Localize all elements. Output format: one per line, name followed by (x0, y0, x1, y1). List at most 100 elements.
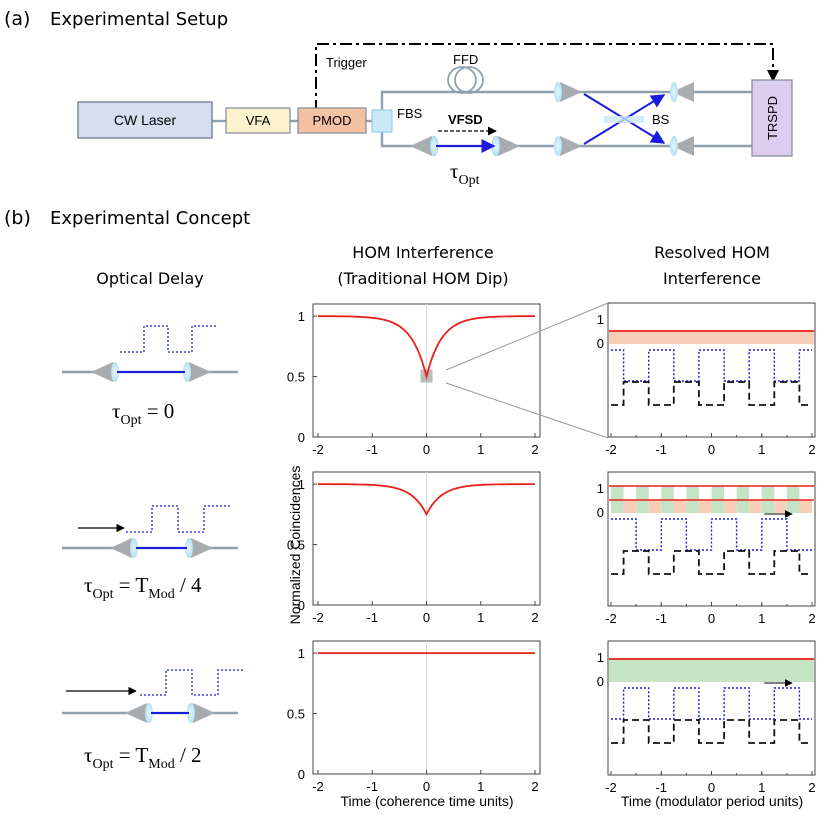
x-axis-label-resolved: Time (modulator period units) (621, 793, 803, 809)
lens-icon (130, 538, 138, 558)
period-symbol: T (135, 743, 148, 767)
x-axis-label-hom: Time (coherence time units) (341, 793, 514, 809)
resolved-ytick-label: 1 (597, 481, 604, 496)
hom-xtick-label: 0 (423, 442, 430, 457)
period-subscript: Mod (148, 587, 174, 602)
hom-xtick-label: 2 (531, 779, 538, 794)
tau-subscript: Opt (120, 413, 141, 428)
hom-ytick-label: 0.5 (287, 707, 305, 722)
bs-plate (604, 116, 644, 123)
equation-tail: / 4 (175, 573, 202, 597)
trspd-box (751, 79, 793, 157)
tau-equation: τOpt = TMod / 2 (84, 743, 202, 772)
hom-xtick-label: -1 (366, 442, 378, 457)
vfa-label: VFA (246, 113, 271, 128)
hom-xtick-label: 0 (423, 779, 430, 794)
resolved-xtick-label: 0 (708, 442, 715, 457)
blue-dotted-wave (611, 349, 812, 382)
resolved-xtick-label: 2 (808, 611, 815, 626)
collimator-icon (191, 538, 213, 558)
resolved-xtick-label: 2 (808, 780, 815, 795)
resolved-xtick-label: -1 (655, 611, 667, 626)
hom-xtick-label: 2 (531, 442, 538, 457)
ffd-coil-icon (447, 66, 484, 94)
hom-ytick-label: 0 (298, 767, 305, 782)
orange-fill-block (623, 500, 637, 513)
panel-a-title: Experimental Setup (50, 9, 228, 30)
resolved-xtick-label: 1 (758, 780, 765, 795)
resolved-xtick-label: 2 (808, 442, 815, 457)
optical-delay-diagram-2: τOpt = TMod / 4 (62, 505, 238, 602)
green-fill (609, 658, 814, 682)
equation-text: = 0 (141, 399, 174, 423)
equation-text: = (113, 573, 135, 597)
resolved-plot-2: 1 0 -2 -1 0 1 2 (597, 471, 816, 626)
period-symbol: T (135, 573, 148, 597)
equation-text: = (113, 743, 135, 767)
tau-subscript: Opt (92, 757, 113, 772)
orange-fill-block (724, 500, 737, 513)
pmod-label: PMOD (313, 113, 352, 128)
resolved-xtick-label: 1 (758, 611, 765, 626)
tau-equation: τOpt = 0 (112, 399, 174, 428)
orange-fill (609, 331, 814, 344)
orange-fill-block (774, 500, 787, 513)
resolved-xtick-label: 0 (708, 611, 715, 626)
panel-b-label: (b) (4, 207, 31, 229)
hom-xtick-label: 0 (423, 610, 430, 625)
period-subscript: Mod (148, 757, 174, 772)
black-dashed-wave (611, 550, 812, 575)
hom-xtick-label: -1 (366, 610, 378, 625)
tau-opt-label: τOpt (450, 159, 480, 188)
black-dashed-wave (611, 381, 812, 406)
collimator-icon (125, 703, 147, 723)
hom-curve (318, 315, 535, 380)
lens-icon (185, 538, 193, 558)
hom-xtick-label: -1 (366, 779, 378, 794)
optical-delay-diagram-3: τOpt = TMod / 2 (62, 669, 244, 772)
hom-xtick-label: -2 (312, 610, 324, 625)
resolved-ytick-label: 1 (597, 312, 604, 327)
hom-xtick-label: -2 (312, 442, 324, 457)
resolved-xtick-label: 1 (758, 442, 765, 457)
resolved-ytick-label: 0 (597, 505, 604, 520)
resolved-ytick-label: 0 (597, 674, 604, 689)
cw-laser-label: CW Laser (114, 112, 177, 128)
tau-symbol: τ (112, 399, 120, 423)
resolved-xtick-label: -2 (605, 780, 617, 795)
fbs-box (371, 109, 393, 133)
ffd-label: FFD (453, 52, 478, 67)
zoom-lines (445, 302, 609, 439)
lens-icon (111, 362, 119, 382)
col-res-title-2: Interference (663, 269, 761, 288)
blue-dotted-wave (611, 687, 812, 720)
hom-ytick-label: 0.5 (287, 538, 305, 553)
collimator-icon (110, 538, 132, 558)
resolved-xtick-label: -2 (605, 611, 617, 626)
resolved-xtick-label: -1 (655, 780, 667, 795)
hom-xtick-label: 2 (531, 610, 538, 625)
trspd-label: TRSPD (765, 96, 780, 140)
collimator-icon (189, 362, 211, 382)
vfsd-label: VFSD (448, 112, 483, 127)
bs-label: BS (652, 112, 670, 127)
hom-ytick-label: 0 (298, 430, 305, 445)
hom-xtick-label: 1 (477, 779, 484, 794)
trigger-label: Trigger (326, 55, 367, 70)
orange-fill-block (799, 500, 812, 513)
hom-xtick-label: 1 (477, 442, 484, 457)
lens-icon (187, 703, 195, 723)
orange-fill-block (648, 500, 662, 513)
hom-ytick-label: 1 (298, 646, 305, 661)
hom-curve (318, 483, 535, 517)
tau-symbol: τ (84, 573, 92, 597)
cw-laser-box (77, 101, 213, 139)
col-hom-title-2: (Traditional HOM Dip) (337, 269, 508, 288)
pulse-train (120, 325, 216, 353)
orange-fill-block (673, 500, 687, 513)
orange-fill-block (698, 500, 712, 513)
